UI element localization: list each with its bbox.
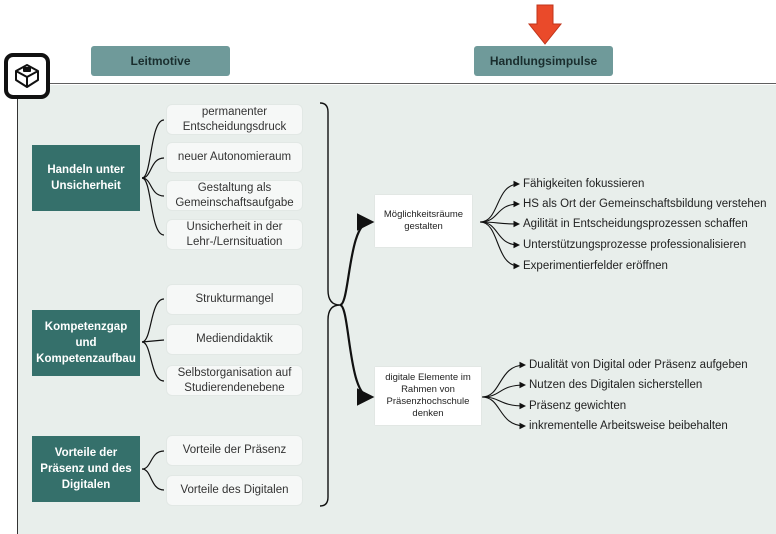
impulse-item: HS als Ort der Gemeinschaftsbildung vers…: [523, 198, 767, 210]
leitmotiv-item: Selbstorganisation auf Studierendenebene: [166, 365, 303, 396]
action-moeglichkeitsraeume: Möglichkeitsräume gestalten: [375, 195, 472, 247]
category-kompetenzgap: Kompetenzgap und Kompetenzaufbau: [32, 310, 140, 376]
impulse-item: inkrementelle Arbeitsweise beibehalten: [529, 420, 728, 432]
leitmotiv-item: Unsicherheit in der Lehr-/Lernsituation: [166, 219, 303, 250]
impulse-item: Nutzen des Digitalen sicherstellen: [529, 379, 703, 391]
impulse-item: Präsenz gewichten: [529, 400, 627, 412]
header-handlungsimpulse: Handlungsimpulse: [474, 46, 613, 76]
leitmotiv-item: Vorteile der Präsenz: [166, 435, 303, 466]
action-digitale-elemente: digitale Elemente im Rahmen von Präsenzh…: [375, 367, 481, 425]
divider-line: [18, 83, 776, 84]
divider-line-vertical: [17, 83, 18, 534]
cube-icon: [4, 53, 50, 99]
impulse-item: Dualität von Digital oder Präsenz aufgeb…: [529, 359, 748, 371]
diagram-panel: [18, 85, 776, 534]
category-vorteile: Vorteile der Präsenz und des Digitalen: [32, 436, 140, 502]
leitmotiv-item: Gestaltung als Gemeinschaftsaufgabe: [166, 180, 303, 211]
arrow-down-icon: [527, 4, 563, 45]
impulse-item: Fähigkeiten fokussieren: [523, 178, 645, 190]
impulse-item: Unterstützungsprozesse professionalisier…: [523, 239, 747, 251]
leitmotiv-item: Vorteile des Digitalen: [166, 475, 303, 506]
header-leitmotive: Leitmotive: [91, 46, 230, 76]
impulse-item: Agilität in Entscheidungsprozessen schaf…: [523, 218, 748, 230]
impulse-item: Experimentierfelder eröffnen: [523, 260, 668, 272]
leitmotiv-item: Strukturmangel: [166, 284, 303, 315]
leitmotiv-item: permanenter Entscheidungsdruck: [166, 104, 303, 135]
leitmotiv-item: Mediendidaktik: [166, 324, 303, 355]
category-handeln-unter-unsicherheit: Handeln unter Unsicherheit: [32, 145, 140, 211]
leitmotiv-item: neuer Autonomieraum: [166, 142, 303, 173]
